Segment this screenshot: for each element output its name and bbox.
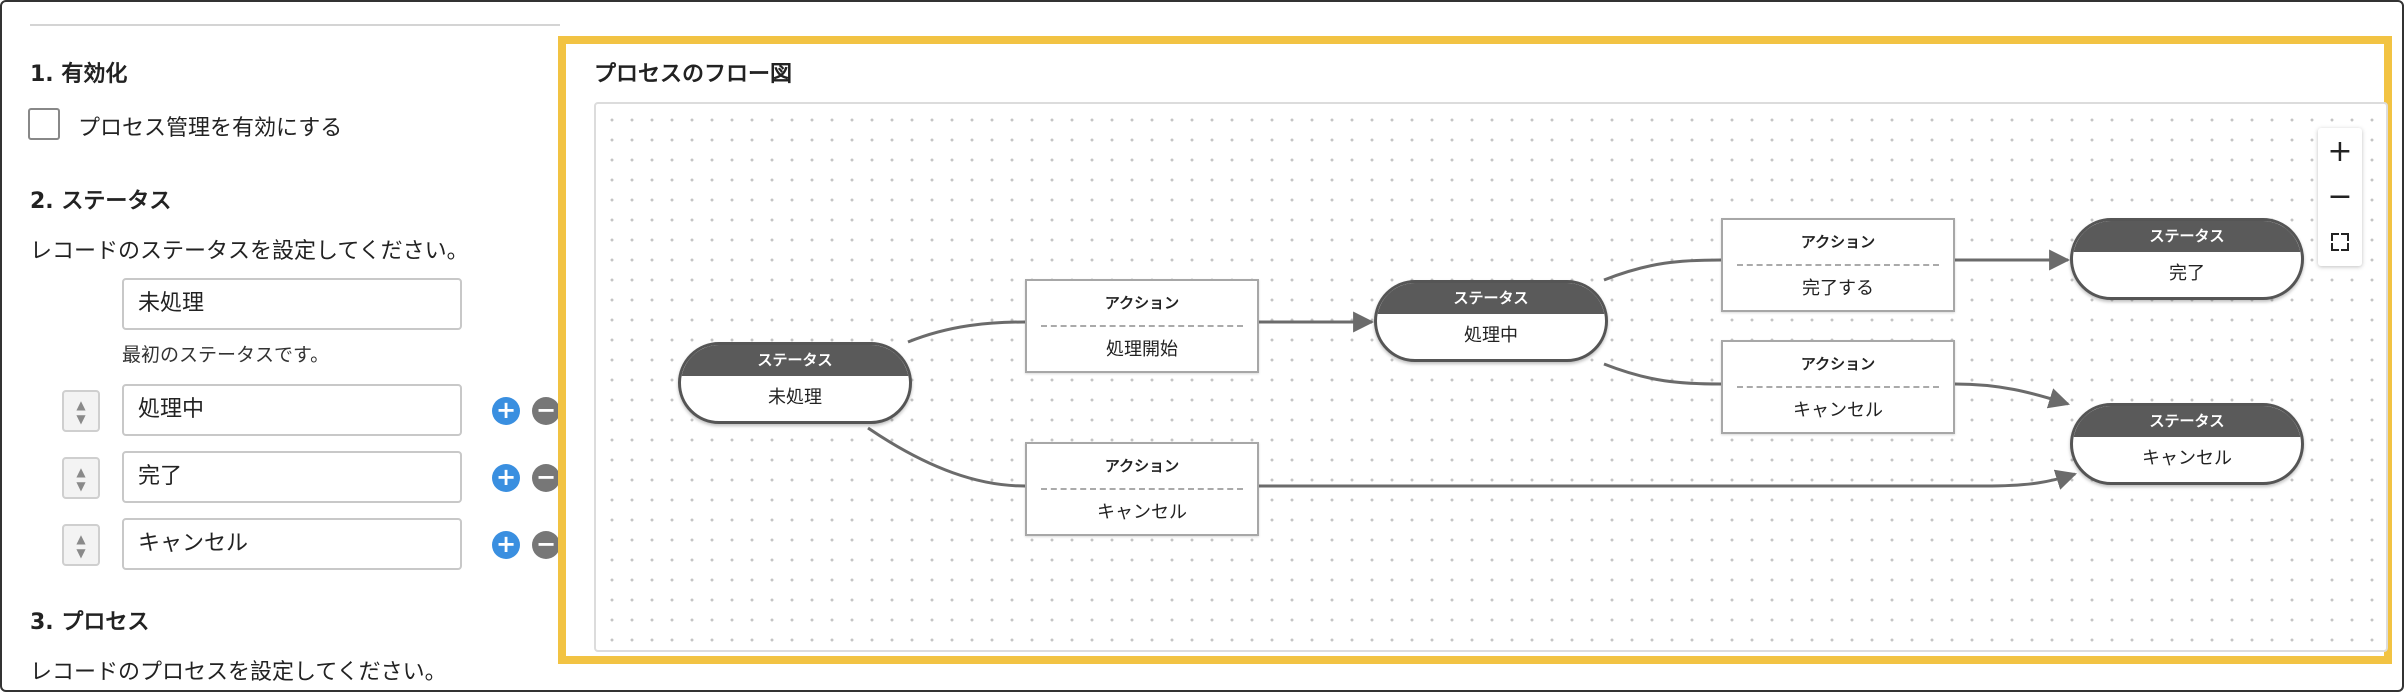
section-process-title: 3. プロセス xyxy=(30,610,150,635)
status-input-done[interactable]: 完了 xyxy=(122,451,462,503)
status-node-label: 完了 xyxy=(2169,263,2205,284)
action-node-label: 完了する xyxy=(1802,278,1874,299)
edge-unprocessed-to-cancel xyxy=(867,426,1026,488)
section-enable-title: 1. 有効化 xyxy=(30,62,128,87)
action-node-label: キャンセル xyxy=(1097,502,1187,523)
enable-process-label[interactable]: プロセス管理を有効にする xyxy=(78,116,343,141)
action-node-start[interactable]: アクション 処理開始 xyxy=(1025,279,1259,373)
status-node-unprocessed[interactable]: ステータス 未処理 xyxy=(678,342,912,424)
action-node-cancel-from-unprocessed[interactable]: アクション キャンセル xyxy=(1025,442,1259,536)
first-status-input[interactable]: 未処理 xyxy=(122,278,462,330)
status-node-header: ステータス xyxy=(1377,283,1605,314)
status-node-in-progress[interactable]: ステータス 処理中 xyxy=(1374,280,1608,362)
edge-in-progress-to-cancel xyxy=(1603,362,1722,386)
edge-unprocessed-to-start xyxy=(907,320,1026,344)
first-status-note: 最初のステータスです。 xyxy=(122,344,330,366)
action-node-header: アクション xyxy=(1041,281,1243,327)
status-node-header: ステータス xyxy=(2073,406,2301,437)
drag-handle-icon[interactable]: ▲▼ xyxy=(62,524,100,566)
status-node-label: キャンセル xyxy=(2142,448,2232,469)
action-node-header: アクション xyxy=(1041,444,1243,490)
add-status-button[interactable]: + xyxy=(492,397,520,425)
add-status-button[interactable]: + xyxy=(492,464,520,492)
drag-handle-icon[interactable]: ▲▼ xyxy=(62,457,100,499)
section-status-title: 2. ステータス xyxy=(30,189,172,214)
status-node-label: 未処理 xyxy=(768,387,822,408)
action-node-header: アクション xyxy=(1737,342,1939,388)
fit-view-button[interactable] xyxy=(2318,220,2362,264)
zoom-controls: + − xyxy=(2318,128,2362,266)
section-status-description: レコードのステータスを設定してください。 xyxy=(30,239,469,264)
status-node-header: ステータス xyxy=(2073,221,2301,252)
action-node-label: キャンセル xyxy=(1793,400,1883,421)
remove-status-button[interactable]: − xyxy=(532,464,560,492)
status-node-cancelled[interactable]: ステータス キャンセル xyxy=(2070,403,2304,485)
remove-status-button[interactable]: − xyxy=(532,531,560,559)
action-node-header: アクション xyxy=(1737,220,1939,266)
status-node-header: ステータス xyxy=(681,345,909,376)
edge-in-progress-to-complete xyxy=(1603,258,1722,282)
action-node-complete[interactable]: アクション 完了する xyxy=(1721,218,1955,312)
add-status-button[interactable]: + xyxy=(492,531,520,559)
status-node-label: 処理中 xyxy=(1464,325,1518,346)
flow-diagram-title: プロセスのフロー図 xyxy=(594,62,793,87)
action-node-label: 処理開始 xyxy=(1106,339,1178,360)
drag-handle-icon[interactable]: ▲▼ xyxy=(62,390,100,432)
fullscreen-icon xyxy=(2331,233,2349,251)
status-input-in-progress[interactable]: 処理中 xyxy=(122,384,462,436)
edge-cancel-direct-to-cancelled xyxy=(1259,469,2078,490)
zoom-in-button[interactable]: + xyxy=(2327,134,2353,169)
action-node-cancel-from-progress[interactable]: アクション キャンセル xyxy=(1721,340,1955,434)
status-node-done[interactable]: ステータス 完了 xyxy=(2070,218,2304,300)
enable-process-checkbox[interactable] xyxy=(28,108,60,140)
top-divider xyxy=(30,24,560,26)
section-process-description: レコードのプロセスを設定してください。 xyxy=(30,660,447,685)
remove-status-button[interactable]: − xyxy=(532,397,560,425)
edge-cancel-to-cancelled xyxy=(1954,382,2071,409)
zoom-out-button[interactable]: − xyxy=(2327,179,2353,214)
status-input-cancelled[interactable]: キャンセル xyxy=(122,518,462,570)
